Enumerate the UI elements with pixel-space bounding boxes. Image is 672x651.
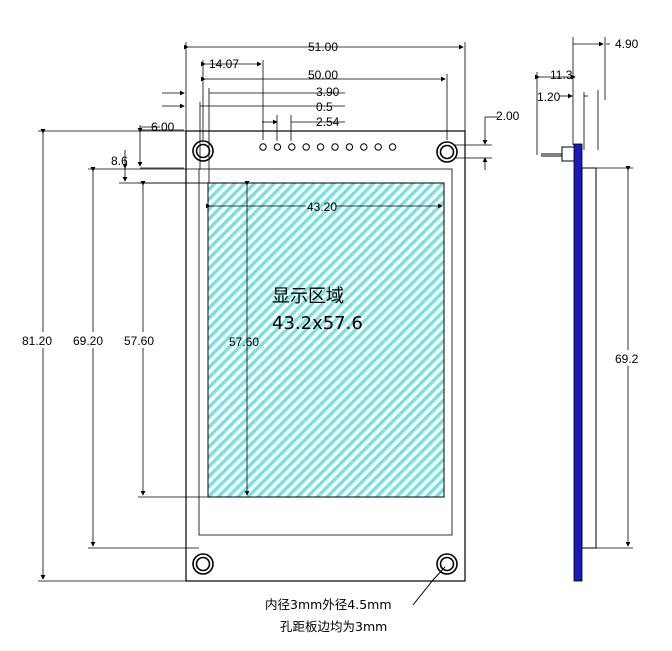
dim-3-90: 3.90 <box>316 85 340 99</box>
header-pin <box>273 143 282 151</box>
note-line-2: 孔距板边均为3mm <box>280 619 387 634</box>
mounting-hole-top-right <box>436 141 458 163</box>
dim-right-offset: 2.00 <box>496 109 520 123</box>
left-dimensions: 6.00 8.6 81.20 69.20 57.60 <box>20 120 208 582</box>
display-height-label: 57.60 <box>229 335 259 349</box>
dim-pin-pitch: 2.54 <box>316 115 340 129</box>
display-area-title: 显示区域 <box>272 286 344 307</box>
dim-0-5: 0.5 <box>316 100 333 114</box>
dim-side-pin: 1.20 <box>537 90 561 104</box>
mounting-hole-bottom-left <box>192 553 214 575</box>
header-pin <box>374 143 382 151</box>
header-pin <box>331 143 339 151</box>
mounting-hole-top-left <box>192 140 214 162</box>
display-width-label: 43.20 <box>307 200 337 214</box>
dim-top-gap: 6.00 <box>151 120 175 134</box>
header-pin <box>302 143 310 151</box>
mounting-hole-bottom-right <box>436 553 458 575</box>
dim-side-height: 69.2 <box>615 352 639 366</box>
dim-hole-pitch: 50.00 <box>308 68 338 82</box>
dim-lcd-top: 8.6 <box>111 154 128 168</box>
side-lcd <box>581 167 597 549</box>
lcd-module-outline <box>198 168 453 536</box>
side-pcb <box>573 143 583 582</box>
header-pin <box>259 143 267 151</box>
top-dimensions: 51.00 14.07 50.00 3.90 0.5 2.54 2.00 <box>162 40 520 183</box>
front-view: 43.20 57.60 显示区域 43.2x57.6 <box>185 130 466 582</box>
dim-hole-offset: 14.07 <box>209 57 239 71</box>
dim-board-width: 51.00 <box>308 40 338 54</box>
display-area-size: 43.2x57.6 <box>272 313 363 334</box>
header-pin <box>360 143 368 151</box>
header-pins <box>259 143 397 151</box>
dim-display-height: 57.60 <box>124 334 154 348</box>
hole-note: 内径3mm外径4.5mm 孔距板边均为3mm <box>265 566 446 634</box>
dim-side-pcb-offset: 11.3 <box>550 68 573 82</box>
header-pin <box>345 143 354 151</box>
dim-board-height: 81.20 <box>22 334 52 348</box>
header-pin <box>388 143 397 151</box>
header-pin <box>288 143 296 151</box>
side-view: 4.90 11.3 1.20 69.2 <box>535 37 644 582</box>
note-line-1: 内径3mm外径4.5mm <box>265 597 392 612</box>
dim-hole-pitch-v: 69.20 <box>73 334 103 348</box>
dim-side-thickness: 4.90 <box>615 37 639 51</box>
header-pin <box>316 143 325 151</box>
